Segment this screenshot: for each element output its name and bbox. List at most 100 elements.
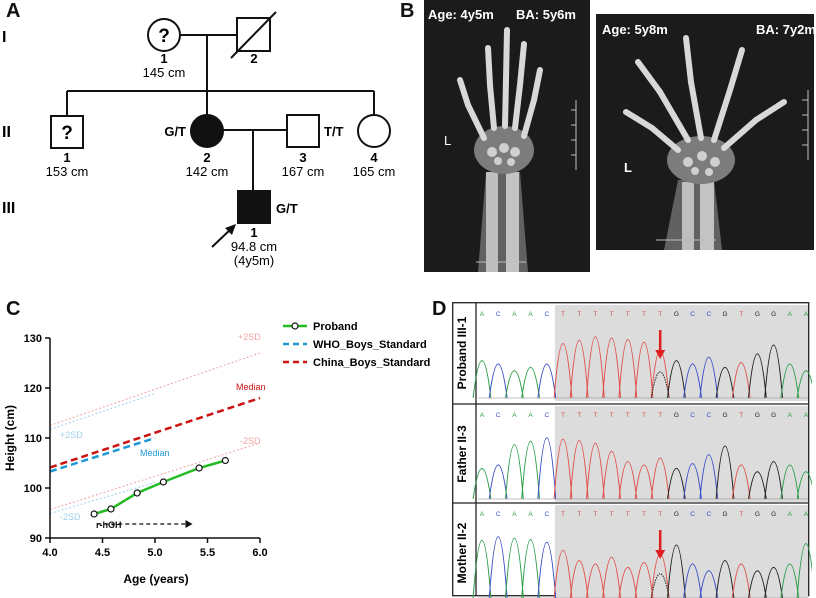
trace-peak (666, 360, 686, 399)
side-marker: L (624, 160, 632, 175)
trace-peak (666, 467, 686, 500)
base-call: C (544, 412, 549, 419)
base-call: T (739, 511, 743, 518)
trace-peak (488, 536, 508, 598)
trace-peak (569, 340, 589, 399)
base-call: T (610, 311, 614, 318)
base-call: A (512, 311, 517, 318)
base-call: A (480, 412, 485, 419)
individual-III1-number: 1 (250, 225, 257, 240)
trace-peak (634, 464, 654, 500)
trace-peak (521, 539, 541, 598)
trace-peak (699, 357, 719, 399)
mutation-arrow-head-icon (655, 550, 666, 559)
individual-II1-square (50, 115, 84, 149)
base-call: T (658, 511, 662, 518)
trace-peak (747, 471, 767, 500)
trace-peak (731, 362, 751, 399)
trace-peak (521, 441, 541, 500)
sample-label: Father II-3 (455, 425, 469, 483)
trace-peak (634, 562, 654, 598)
base-call: A (512, 511, 517, 518)
trace-peak (472, 360, 492, 399)
base-call: A (480, 311, 485, 318)
genotype-label: G/T (276, 201, 298, 216)
base-call: G (722, 311, 727, 318)
base-call: C (544, 311, 549, 318)
xray-1-age: Age: 4y5m (428, 7, 494, 22)
proband-point (195, 464, 203, 472)
series-line (49, 396, 261, 469)
trace-peak (472, 467, 492, 500)
trace-peak (715, 560, 735, 598)
trace-peak (699, 454, 719, 500)
trace-peak (569, 560, 589, 598)
xray-2: L Age: 5y8m BA: 7y2m (596, 14, 816, 250)
individual-III1-height: 94.8 cm (231, 239, 277, 254)
base-call: G (722, 412, 727, 419)
unknown-symbol: ? (158, 26, 170, 47)
series-line (93, 459, 226, 516)
trace-peak (472, 540, 492, 598)
trace-peak (634, 342, 654, 399)
base-call: T (593, 511, 597, 518)
trace-peak (537, 363, 557, 399)
x-tick-label: 4.5 (95, 547, 110, 559)
generation-label: II (2, 124, 11, 141)
trace-peak (618, 339, 638, 399)
base-call: T (577, 412, 581, 419)
series-line (49, 482, 156, 514)
proband-point (159, 478, 167, 486)
individual-II1-height: 153 cm (46, 164, 89, 179)
base-call: T (642, 311, 646, 318)
china-median-label: Median (236, 382, 266, 392)
x-tick-label: 5.5 (200, 547, 215, 559)
individual-III1-square (237, 190, 271, 224)
base-call: G (771, 511, 776, 518)
trace-peak (488, 464, 508, 500)
trace-peak (796, 471, 812, 500)
trace-peak (683, 363, 703, 399)
base-call: T (626, 511, 630, 518)
base-call: A (528, 511, 533, 518)
trace-peak (650, 573, 670, 598)
generation-label: III (2, 200, 15, 217)
xray-2-age: Age: 5y8m (602, 22, 668, 37)
base-call: T (561, 412, 565, 419)
individual-II3-square (286, 114, 320, 148)
individual-I1-height: 145 cm (143, 65, 186, 80)
generation-label: I (2, 29, 6, 46)
trace-peak (585, 563, 605, 598)
base-call: A (804, 311, 809, 318)
panel-b-letter: B (400, 0, 415, 22)
base-call: T (577, 511, 581, 518)
pedigree-lines (66, 34, 375, 190)
trace-peak (488, 363, 508, 399)
genotype-label: T/T (324, 124, 344, 139)
shaded-region (554, 505, 808, 598)
proband-point (90, 510, 98, 518)
trace-peak (764, 566, 784, 598)
trace-peak (618, 566, 638, 598)
trace-peak (747, 570, 767, 598)
base-call: G (771, 311, 776, 318)
trace-peak (537, 542, 557, 598)
individual-II2-circle (190, 114, 224, 148)
trace-peak (715, 366, 735, 399)
base-call: T (642, 412, 646, 419)
proband-point (107, 505, 115, 513)
trace-peak (747, 353, 767, 399)
trace-peak (780, 464, 800, 500)
sample-label: Mother II-2 (455, 522, 469, 583)
base-call: A (512, 412, 517, 419)
trace-peak (683, 463, 703, 500)
x-tick-label: 5.0 (147, 547, 162, 559)
base-call: A (788, 311, 793, 318)
treatment-label: r-hGH (96, 520, 122, 530)
individual-II4-height: 165 cm (353, 164, 396, 179)
series-line (49, 393, 156, 430)
base-call: T (626, 311, 630, 318)
base-call: C (706, 412, 711, 419)
sample-label: Proband III-1 (455, 316, 469, 389)
